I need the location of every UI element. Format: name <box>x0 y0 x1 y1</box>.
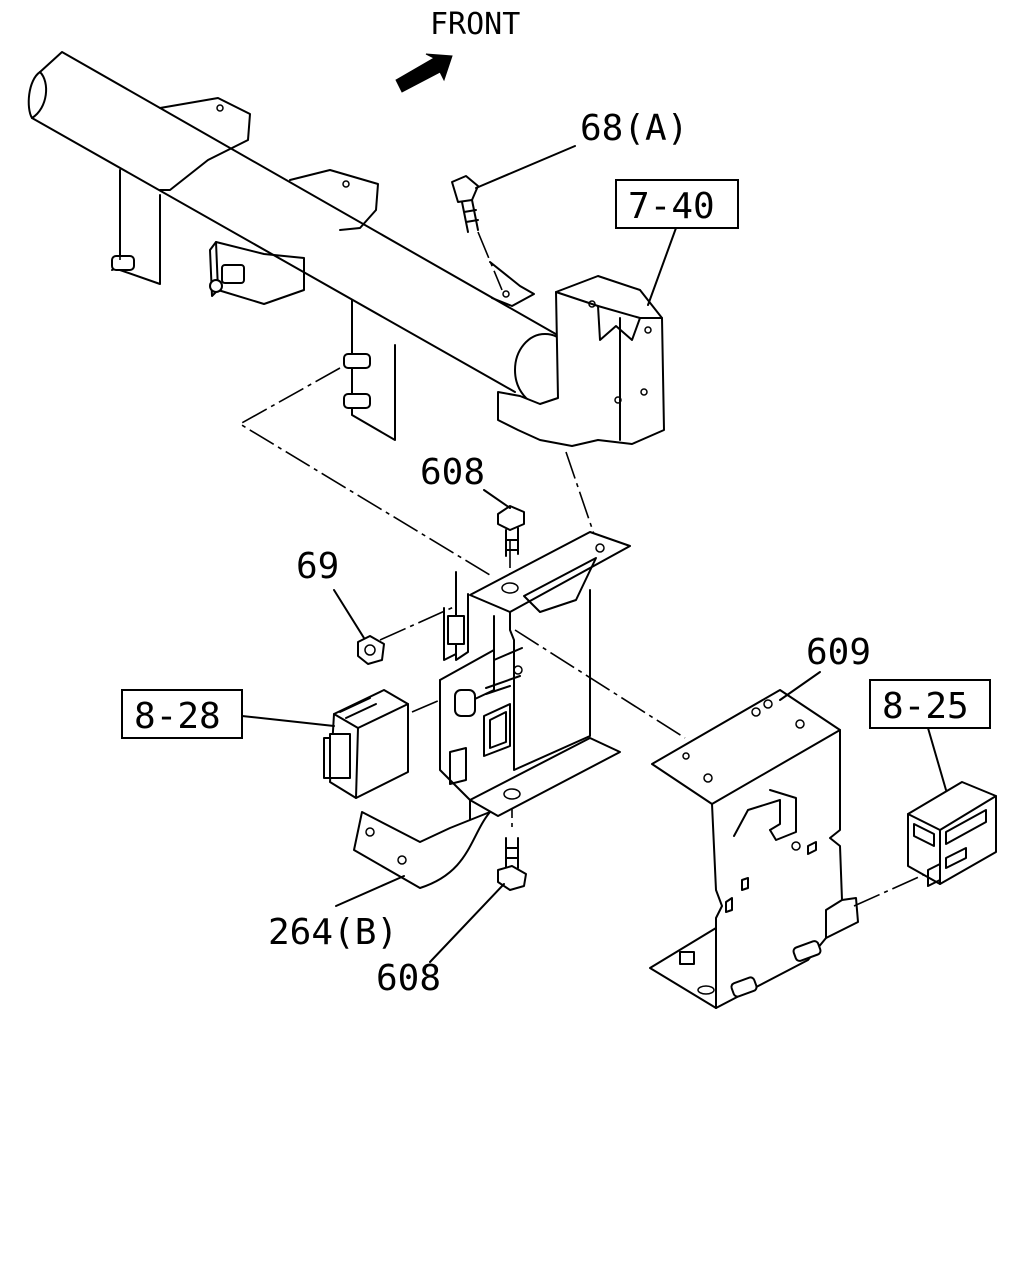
module-8-28 <box>323 689 409 799</box>
leader-68a <box>475 145 576 189</box>
center-bracket <box>439 531 631 821</box>
unit-7-40 <box>497 275 665 447</box>
leader-8-28 <box>241 715 335 727</box>
front-arrow-icon <box>395 53 453 93</box>
leader-608-top <box>483 489 511 509</box>
callout-608-top: 608 <box>420 452 485 493</box>
module-8-25 <box>907 781 997 887</box>
ref-box-8-25 <box>869 679 991 729</box>
bracket-609 <box>649 689 859 1009</box>
front-label: FRONT <box>430 7 520 42</box>
cross-car-beam <box>27 51 576 441</box>
callout-8-25: 8-25 <box>882 686 969 727</box>
leader-609 <box>779 671 821 701</box>
nut-69 <box>357 635 385 665</box>
bracket-264b <box>353 811 491 889</box>
leader-608-bottom <box>429 883 505 963</box>
bolt-68a <box>451 175 479 233</box>
callout-69: 69 <box>296 546 339 587</box>
leader-8-25 <box>927 727 947 791</box>
callout-7-40: 7-40 <box>628 186 715 227</box>
callout-68a: 68(A) <box>580 108 688 149</box>
bolt-608-top <box>497 505 525 557</box>
ref-box-8-28 <box>121 689 243 739</box>
callout-264b: 264(B) <box>268 912 398 953</box>
callout-609: 609 <box>806 632 871 673</box>
callout-8-28: 8-28 <box>134 696 221 737</box>
leader-69 <box>333 589 365 639</box>
callout-608-bottom: 608 <box>376 958 441 999</box>
leader-264b <box>335 875 405 907</box>
bolt-608-bottom <box>497 837 527 891</box>
leader-7-40 <box>647 227 677 306</box>
